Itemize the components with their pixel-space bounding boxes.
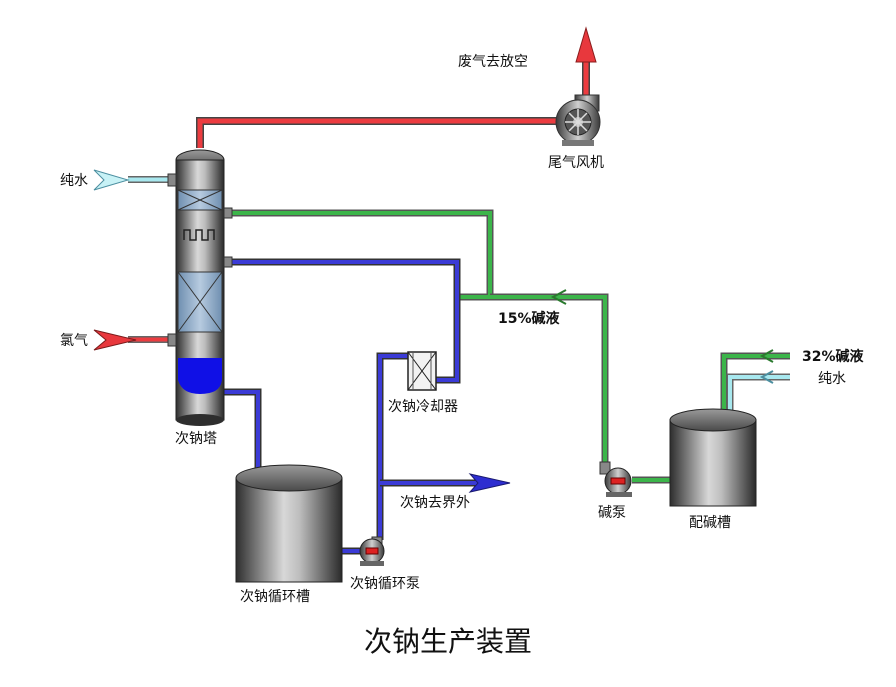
exhaust-vent-label: 废气去放空 [458,54,528,70]
lye-pump-icon [599,461,632,497]
cooler-label: 次钠冷却器 [388,399,458,415]
chlorine-label: 氯气 [60,333,88,349]
tower-label: 次钠塔 [175,431,217,447]
tail-fan-label: 尾气风机 [548,155,604,171]
pure-water-right-label: 纯水 [818,371,846,387]
circulation-tank-label: 次钠循环槽 [240,589,310,605]
pure-water-inlet-pipe [93,169,174,191]
circulation-pump-icon [359,536,385,566]
lye-32-label: 32%碱液 [802,349,864,365]
circulation-pipe [220,258,511,555]
vent-arrow-icon [575,26,597,98]
lye-pipe [230,209,672,484]
exhaust-pipe [196,117,560,148]
lye-tank-label: 配碱槽 [689,515,731,531]
lye-pump-label: 碱泵 [598,505,626,521]
cooler-icon [407,351,437,391]
circulation-tank-icon [235,464,343,583]
lye-15-label: 15%碱液 [498,311,560,327]
lye-tank-inlet-pipes [720,349,790,420]
lye-tank-icon [669,408,757,507]
diagram-title: 次钠生产装置 [363,625,532,658]
pure-water-left-label: 纯水 [60,173,88,189]
tower-icon [167,149,233,426]
to-outside-label: 次钠去界外 [400,495,470,511]
chlorine-inlet-pipe [93,329,174,351]
circulation-pump-label: 次钠循环泵 [350,576,420,592]
tail-fan-icon [555,94,601,146]
